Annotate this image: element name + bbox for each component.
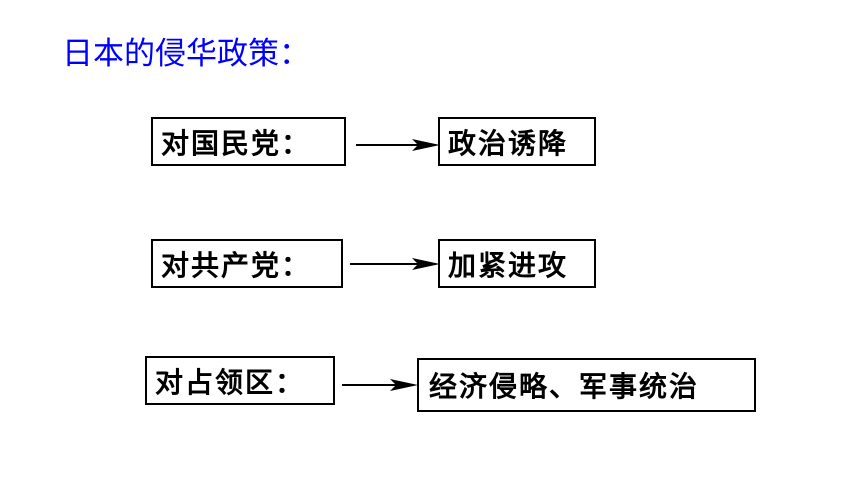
policy-box-kmt: 政治诱降	[438, 117, 596, 166]
policy-label-occupied: 经济侵略、军事统治	[429, 370, 700, 403]
policy-box-ccp: 加紧进攻	[438, 239, 596, 288]
target-label-occupied: 对占领区：	[155, 365, 306, 399]
arrow-icon	[342, 379, 418, 391]
target-label-kmt: 对国民党：	[161, 126, 312, 160]
target-label-ccp: 对共产党：	[161, 248, 312, 282]
target-box-kmt: 对国民党：	[151, 117, 346, 166]
arrow-icon	[356, 139, 440, 151]
target-box-occupied: 对占领区：	[145, 356, 335, 405]
policy-box-occupied: 经济侵略、军事统治	[417, 358, 756, 412]
slide-title: 日本的侵华政策：	[62, 36, 310, 72]
policy-label-kmt: 政治诱降	[448, 126, 569, 160]
arrow-icon	[350, 258, 440, 270]
target-box-ccp: 对共产党：	[151, 239, 343, 288]
policy-label-ccp: 加紧进攻	[448, 248, 569, 282]
